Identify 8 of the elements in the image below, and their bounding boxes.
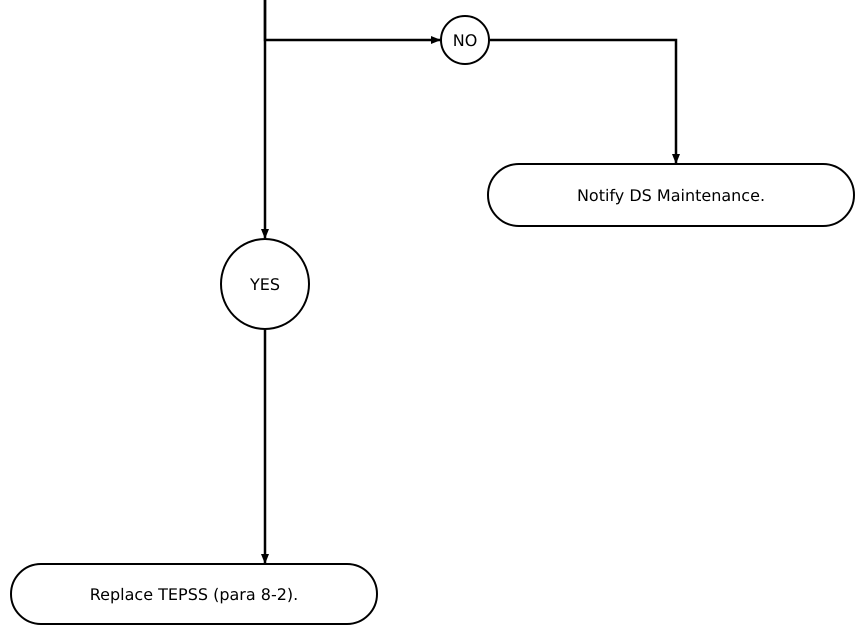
node-label: NO	[452, 30, 478, 50]
node-label: Notify DS Maintenance.	[576, 186, 766, 204]
arrow	[490, 38, 680, 164]
decision-circle	[440, 15, 490, 65]
node-label: YES	[250, 274, 280, 294]
node-label: Replace TEPSS (para 8-2).	[90, 584, 298, 604]
arrow	[261, 330, 269, 564]
arrow	[261, 0, 269, 239]
